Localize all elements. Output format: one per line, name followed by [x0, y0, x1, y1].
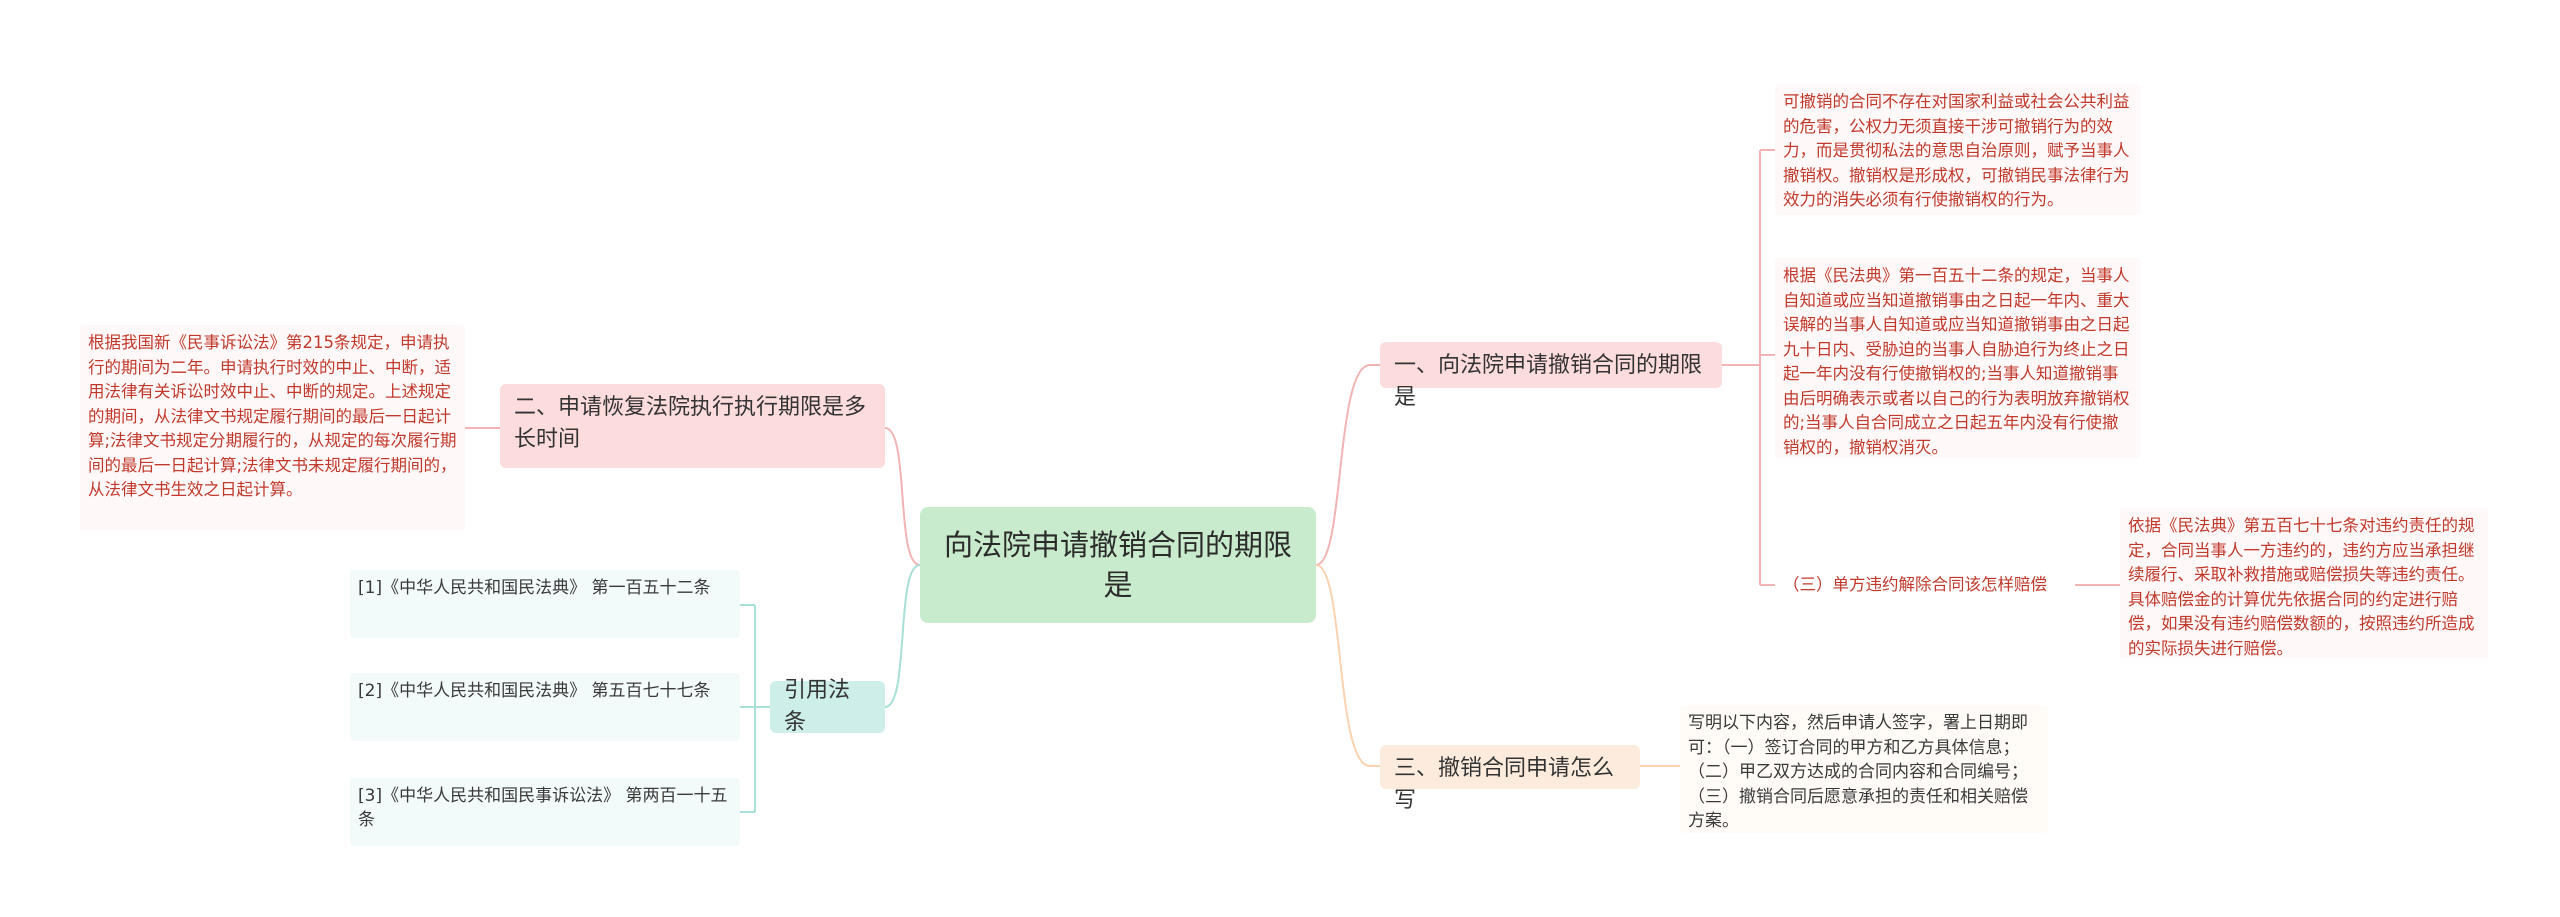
leaf-write-text: 写明以下内容，然后申请人签字，署上日期即可：（一）签订合同的甲方和乙方具体信息；…: [1688, 713, 2028, 831]
branch-refs-label: 引用法条: [784, 678, 851, 735]
leaf-period-revocable-text: 可撤销的合同不存在对国家利益或社会公共利益的危害，公权力无须直接干涉可撤销行为的…: [1783, 92, 2130, 209]
leaf-recovery-text: 根据我国新《民事诉讼法》第215条规定，申请执行的期间为二年。申请执行时效的中止…: [88, 333, 457, 499]
ref-item-3-text: [3]《中华人民共和国民事诉讼法》 第两百一十五条: [358, 786, 728, 830]
link-root-refs: [884, 564, 921, 708]
branch-write[interactable]: 三、撤销合同申请怎么写: [1380, 745, 1640, 813]
leaf-period-revocable[interactable]: 可撤销的合同不存在对国家利益或社会公共利益的危害，公权力无须直接干涉可撤销行为的…: [1775, 84, 2140, 215]
branch-write-label: 三、撤销合同申请怎么写: [1394, 756, 1615, 813]
root-topic[interactable]: 向法院申请撤销合同的期限是: [920, 507, 1316, 623]
sub-branch-compensation-label: （三）单方违约解除合同该怎样赔偿: [1783, 575, 2047, 594]
link-root-period: [1315, 364, 1380, 566]
link-root-write: [1315, 564, 1380, 767]
ref-item-1[interactable]: [1]《中华人民共和国民法典》 第一百五十二条: [350, 570, 740, 638]
link-period-leaves: [1722, 149, 1775, 586]
link-refs-items: [740, 604, 770, 813]
ref-item-3[interactable]: [3]《中华人民共和国民事诉讼法》 第两百一十五条: [350, 778, 740, 846]
root-title: 向法院申请撤销合同的期限是: [943, 528, 1292, 602]
ref-item-1-text: [1]《中华人民共和国民法典》 第一百五十二条: [358, 578, 711, 598]
leaf-compensation[interactable]: 依据《民法典》第五百七十七条对违约责任的规定，合同当事人一方违约的，违约方应当承…: [2120, 508, 2488, 658]
ref-item-2[interactable]: [2]《中华人民共和国民法典》 第五百七十七条: [350, 673, 740, 741]
link-root-recovery: [884, 427, 921, 566]
branch-refs[interactable]: 引用法条: [770, 678, 885, 735]
leaf-period-civil-code[interactable]: 根据《民法典》第一百五十二条的规定，当事人自知道或应当知道撤销事由之日起一年内、…: [1775, 258, 2140, 458]
branch-period[interactable]: 一、向法院申请撤销合同的期限是: [1380, 342, 1722, 410]
leaf-compensation-text: 依据《民法典》第五百七十七条对违约责任的规定，合同当事人一方违约的，违约方应当承…: [2128, 516, 2475, 658]
leaf-recovery[interactable]: 根据我国新《民事诉讼法》第215条规定，申请执行的期间为二年。申请执行时效的中止…: [80, 325, 465, 530]
branch-recovery-label: 二、申请恢复法院执行执行期限是多长时间: [514, 395, 867, 452]
ref-item-2-text: [2]《中华人民共和国民法典》 第五百七十七条: [358, 681, 711, 701]
leaf-period-civil-code-text: 根据《民法典》第一百五十二条的规定，当事人自知道或应当知道撤销事由之日起一年内、…: [1783, 266, 2130, 457]
leaf-write[interactable]: 写明以下内容，然后申请人签字，署上日期即可：（一）签订合同的甲方和乙方具体信息；…: [1680, 705, 2048, 833]
branch-period-label: 一、向法院申请撤销合同的期限是: [1394, 353, 1703, 410]
branch-recovery[interactable]: 二、申请恢复法院执行执行期限是多长时间: [500, 384, 885, 468]
sub-branch-compensation[interactable]: （三）单方违约解除合同该怎样赔偿: [1775, 569, 2075, 602]
